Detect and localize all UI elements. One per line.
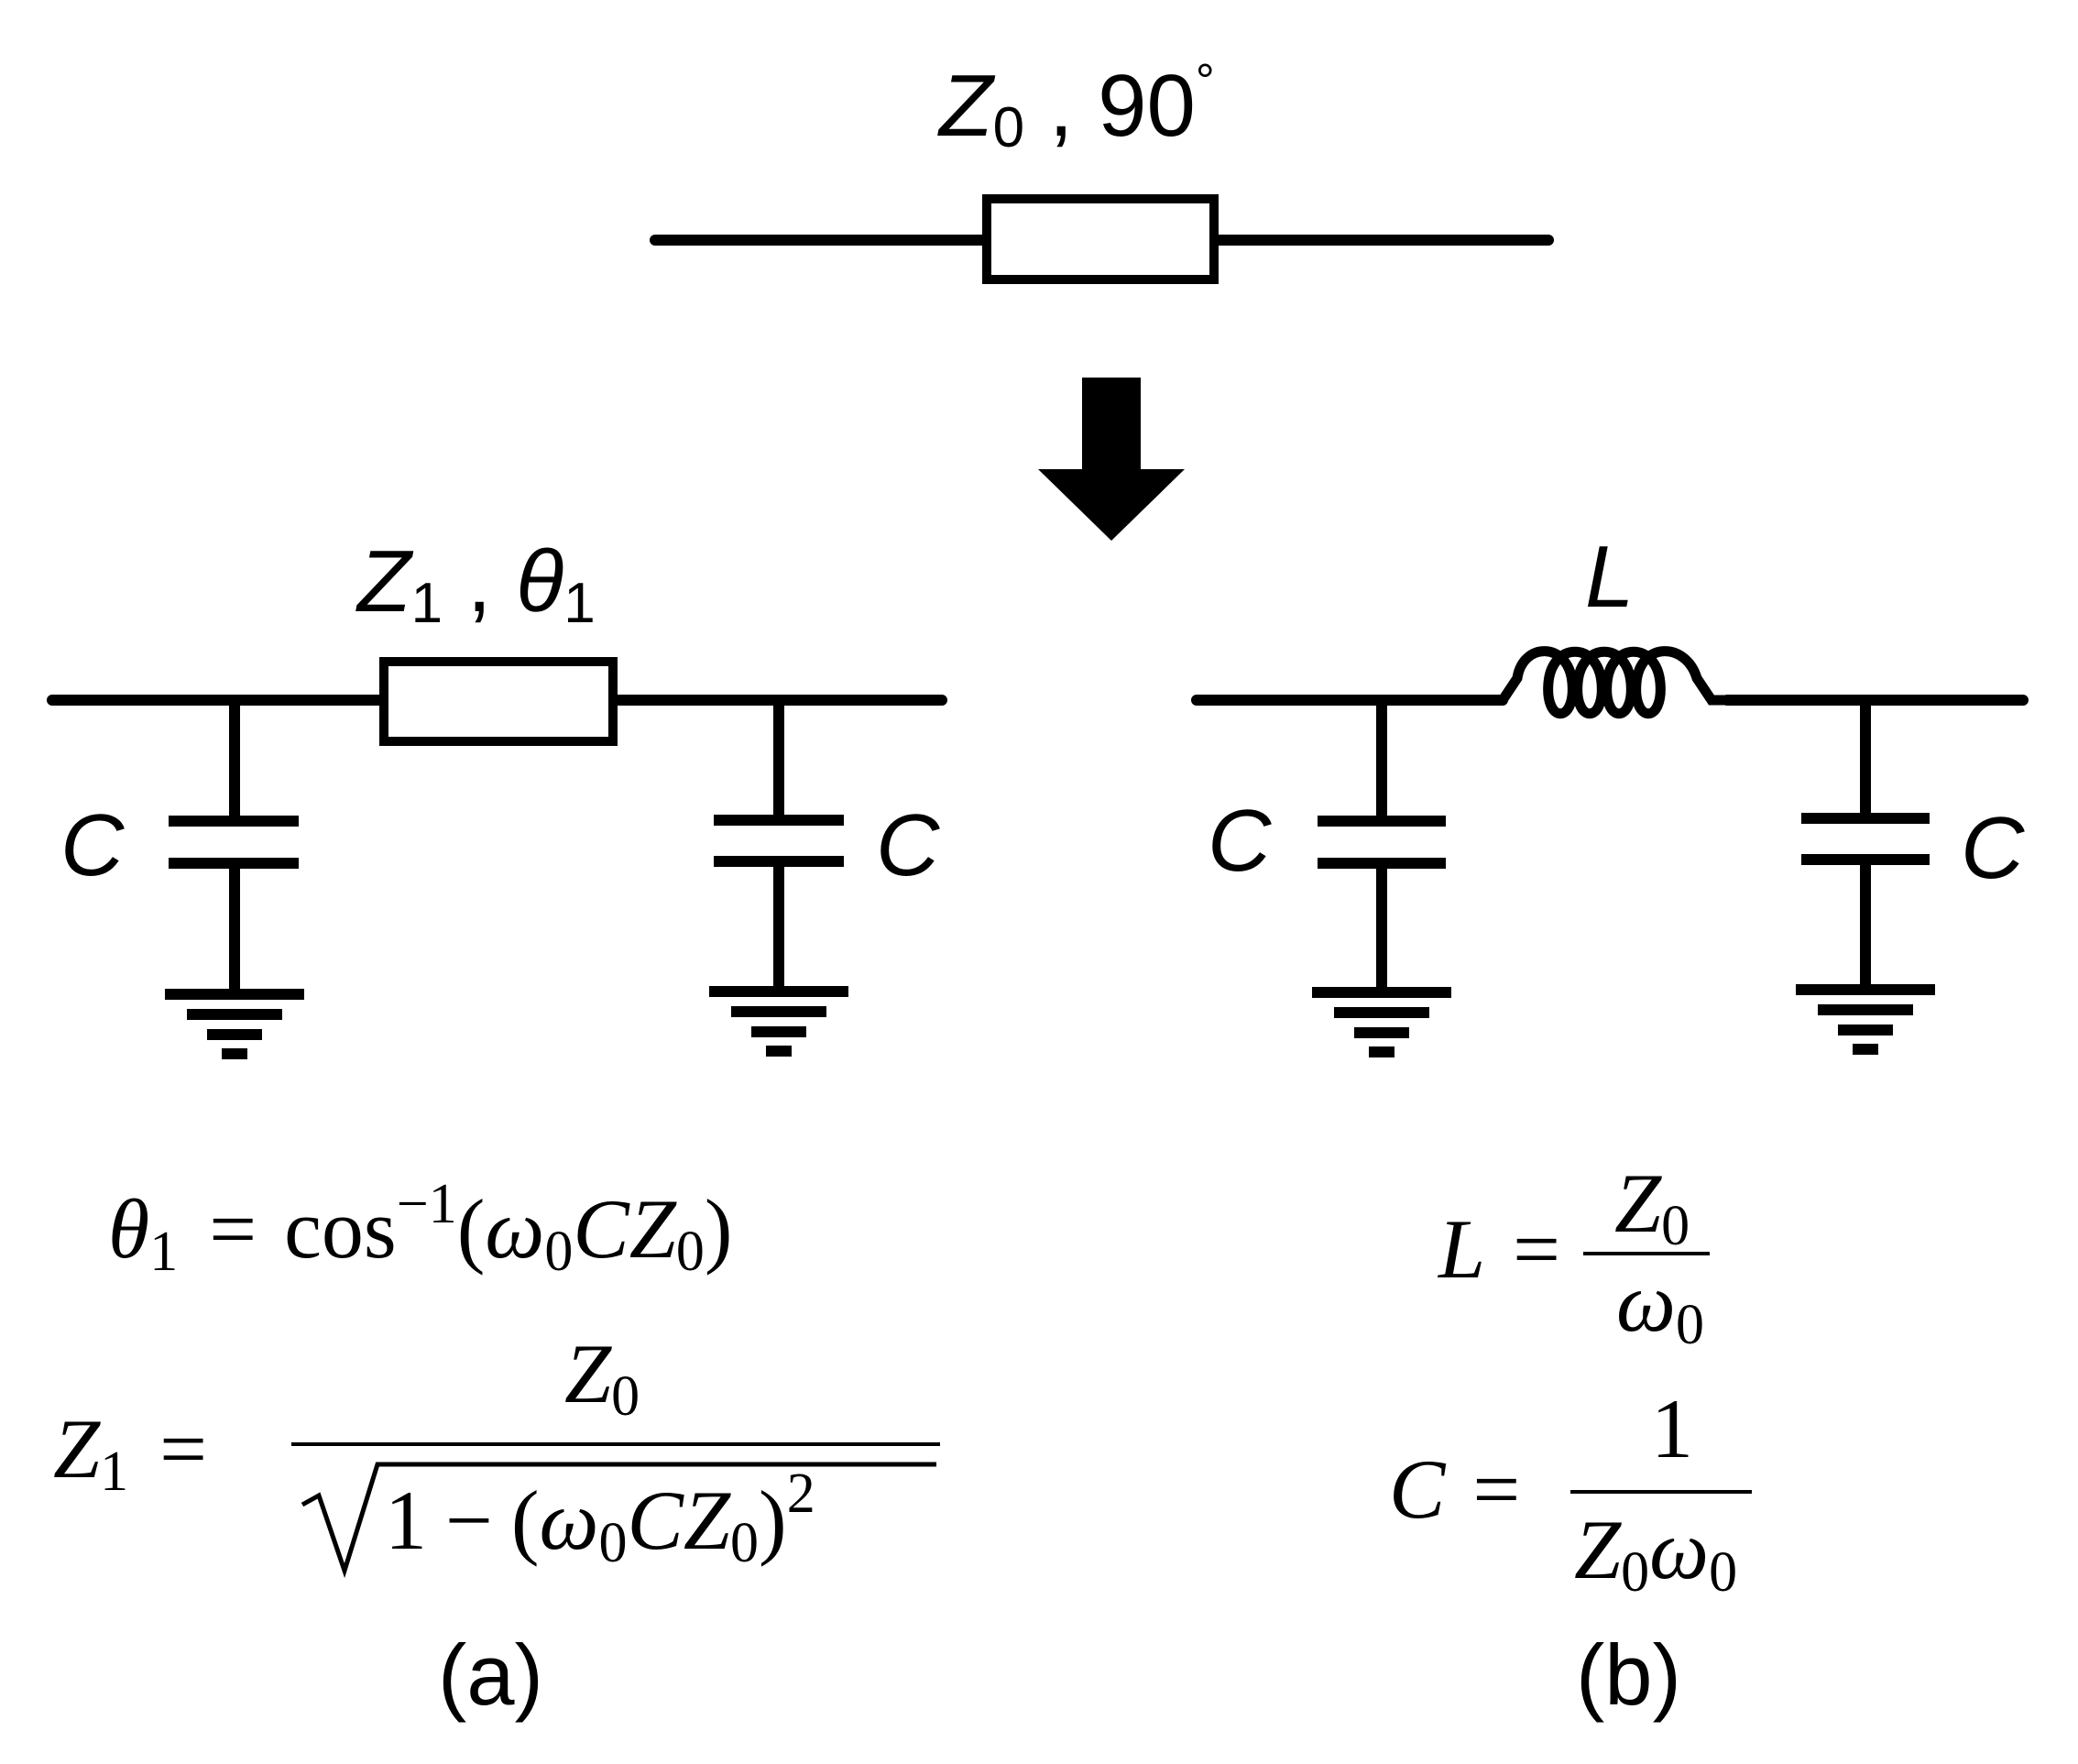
quarter-wave-line — [650, 194, 1554, 284]
svg-text:ω0: ω0 — [1616, 1255, 1704, 1356]
capacitor-right-a — [714, 700, 844, 992]
top-line-label: Z0 , 90° — [937, 55, 1215, 159]
capacitor-right-b — [1801, 700, 1930, 990]
ground-left-a — [165, 989, 304, 1059]
cap-left-b-label: C — [1208, 792, 1272, 890]
inductor-label: L — [1585, 528, 1634, 626]
svg-text:Z1=: Z1= — [53, 1402, 207, 1503]
cap-right-b-label: C — [1961, 799, 2025, 897]
line-a-label: Z1 , θ1 — [355, 532, 596, 635]
circuit-a — [47, 657, 947, 1059]
transform-arrow — [1038, 378, 1185, 541]
cap-left-a-label: C — [60, 796, 125, 894]
svg-text:Z0: Z0 — [564, 1327, 640, 1428]
svg-text:Z0: Z0 — [1614, 1156, 1690, 1257]
svg-text:Z0ω0: Z0ω0 — [1574, 1503, 1737, 1604]
ground-right-b — [1796, 984, 1935, 1055]
svg-text:L=: L= — [1437, 1202, 1560, 1296]
cap-right-a-label: C — [876, 796, 940, 894]
svg-text:θ1=cos−1(ω0CZ0): θ1=cos−1(ω0CZ0) — [108, 1173, 733, 1283]
caption-a: (a) — [438, 1627, 543, 1723]
inductor-coil — [1498, 646, 1727, 719]
equation-C: C= 1 Z0ω0 — [1389, 1382, 1752, 1604]
transmission-line-block — [982, 194, 1219, 284]
svg-text:1−(ω0CZ0)2: 1−(ω0CZ0)2 — [385, 1463, 815, 1574]
equation-theta1: θ1=cos−1(ω0CZ0) — [108, 1173, 733, 1283]
svg-text:C=: C= — [1389, 1442, 1520, 1536]
capacitor-left-a — [169, 700, 299, 994]
transmission-line-block-a — [379, 657, 618, 746]
circuit-b — [1191, 646, 2029, 1057]
ground-right-a — [709, 986, 848, 1057]
equation-z1: Z1= Z0 1−(ω0CZ0)2 — [53, 1327, 940, 1579]
capacitor-left-b — [1318, 700, 1446, 992]
caption-b: (b) — [1576, 1627, 1681, 1723]
equation-L: L= Z0 ω0 — [1437, 1156, 1710, 1356]
ground-left-b — [1312, 987, 1451, 1057]
sqrt-sign — [301, 1462, 936, 1579]
svg-text:1: 1 — [1651, 1382, 1693, 1475]
